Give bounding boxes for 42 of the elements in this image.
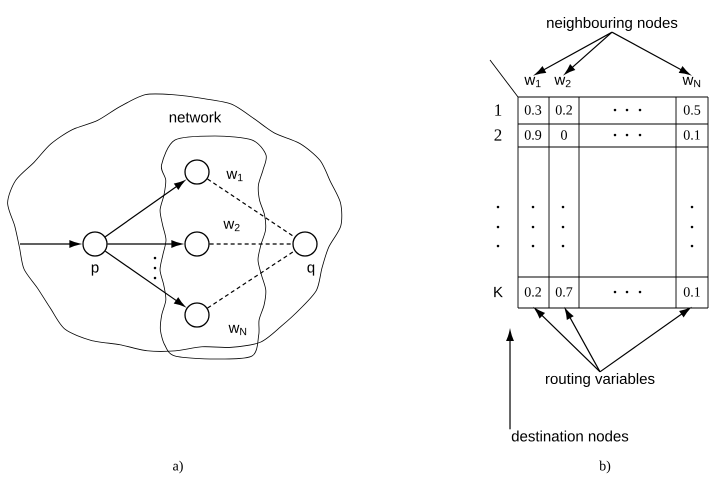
arrow: [105, 250, 185, 307]
arrow: [104, 180, 185, 238]
table-cell: 0.1: [684, 130, 700, 140]
table-cell: 0.2: [524, 287, 541, 297]
node-circle: [82, 231, 108, 257]
arrow: [600, 308, 690, 372]
arrow: [564, 308, 601, 372]
node-circle: [184, 231, 210, 257]
caption-text: routing variables: [546, 373, 654, 387]
arrow: [506, 330, 514, 430]
column-header: w$_{1}$: [524, 76, 541, 88]
node-circle: [184, 302, 210, 328]
table-cell: 0.5: [684, 105, 700, 115]
panel-label: b): [599, 460, 610, 474]
table-cell: 0.1: [684, 287, 700, 297]
row-header: 2: [494, 129, 502, 141]
table-cell: 0.3: [524, 105, 542, 115]
node-label: w$_{1}$: [226, 170, 243, 182]
arrow: [20, 240, 80, 248]
node-label: p: [92, 264, 99, 276]
table-cell: 0.2: [556, 105, 572, 115]
subnetwork-region: [160, 136, 267, 360]
row-header: 1: [495, 104, 502, 116]
caption-text: destination nodes: [512, 430, 628, 442]
row-header: K: [494, 286, 503, 298]
node-label: w$_{2}$: [223, 220, 240, 232]
node-label: w$_{N}$: [228, 324, 246, 336]
arrow: [535, 32, 612, 75]
node-label: q: [307, 264, 314, 276]
column-header: w$_{N}$: [682, 76, 700, 88]
arrow: [534, 308, 600, 372]
column-header: w$_{2}$: [554, 76, 571, 88]
arrow: [612, 32, 690, 75]
table-cell: 0.9: [524, 130, 542, 140]
node-circle: [292, 231, 318, 257]
arrow: [108, 240, 182, 248]
table-cell: 0: [561, 130, 567, 140]
node-circle: [184, 159, 210, 185]
table-cell: 0.7: [556, 287, 572, 297]
caption-text: neighbouring nodes: [547, 17, 678, 31]
panel-label: a): [173, 460, 183, 474]
arrow: [564, 32, 612, 74]
